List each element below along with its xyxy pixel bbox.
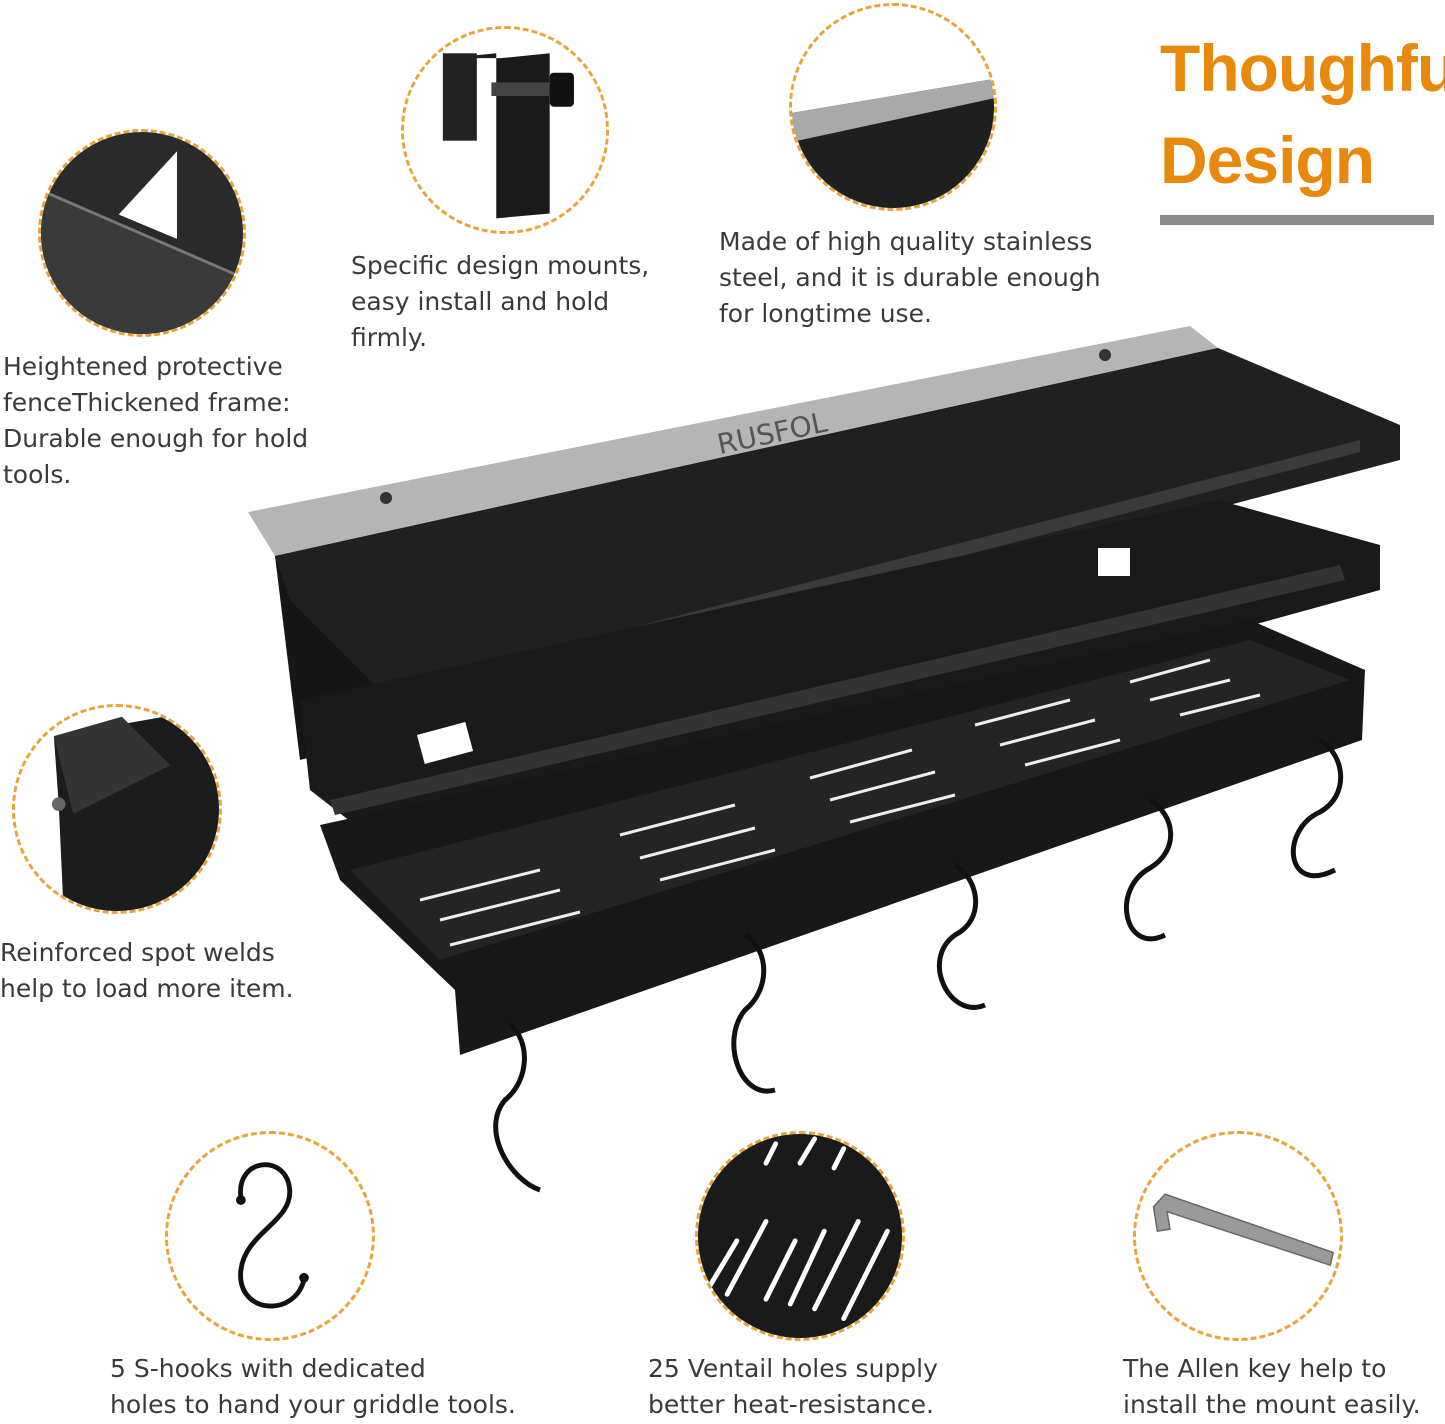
s-hook xyxy=(493,1023,541,1193)
title-line-2: Design xyxy=(1160,123,1375,197)
text-line: tools. xyxy=(3,460,72,489)
fence-feature-text: Heightened protective fenceThickened fra… xyxy=(3,349,308,493)
text-line: steel, and it is durable enough xyxy=(719,263,1101,292)
text-line: holes to hand your griddle tools. xyxy=(110,1390,516,1419)
fence-detail-image xyxy=(38,129,246,337)
text-line: fenceThickened frame: xyxy=(3,388,291,417)
vents-feature-text: 25 Ventail holes supply better heat-resi… xyxy=(648,1351,938,1423)
s-hook-detail-image xyxy=(165,1131,375,1341)
mount-detail-image xyxy=(401,26,609,234)
s-hook xyxy=(1290,737,1344,879)
steel-feature-text: Made of high quality stainless steel, an… xyxy=(719,224,1101,332)
steel-back-plate xyxy=(248,326,1218,556)
text-line: Heightened protective xyxy=(3,352,283,381)
hooks-feature-text: 5 S-hooks with dedicated holes to hand y… xyxy=(110,1351,516,1423)
welds-detail-image xyxy=(12,704,222,914)
s-hook xyxy=(936,862,986,1010)
vents-detail-image xyxy=(695,1131,905,1341)
steel-detail-image xyxy=(789,3,997,211)
text-line: 25 Ventail holes supply xyxy=(648,1354,938,1383)
allen-feature-text: The Allen key help to install the mount … xyxy=(1123,1351,1421,1423)
text-line: Made of high quality stainless xyxy=(719,227,1093,256)
s-hook xyxy=(1124,797,1174,942)
text-line: Durable enough for hold xyxy=(3,424,309,453)
s-hook xyxy=(731,932,776,1094)
text-line: firmly. xyxy=(351,323,428,352)
text-line: 5 S-hooks with dedicated xyxy=(110,1354,426,1383)
text-line: The Allen key help to xyxy=(1123,1354,1387,1383)
text-line: Specific design mounts, xyxy=(351,251,650,280)
text-line: easy install and hold xyxy=(351,287,610,316)
text-line: better heat-resistance. xyxy=(648,1390,934,1419)
text-line: install the mount easily. xyxy=(1123,1390,1421,1419)
text-line: Reinforced spot welds xyxy=(0,938,275,967)
title-line-1: Thoughful xyxy=(1160,31,1445,105)
s-hooks xyxy=(493,737,1344,1193)
welds-feature-text: Reinforced spot welds help to load more … xyxy=(0,935,294,1007)
text-line: help to load more item. xyxy=(0,974,294,1003)
top-frame xyxy=(275,348,1400,725)
title-underline xyxy=(1160,215,1434,225)
vent-slots xyxy=(419,658,1261,947)
allen-key-detail-image xyxy=(1133,1131,1343,1341)
mount-feature-text: Specific design mounts, easy install and… xyxy=(351,248,649,356)
text-line: for longtime use. xyxy=(719,299,932,328)
